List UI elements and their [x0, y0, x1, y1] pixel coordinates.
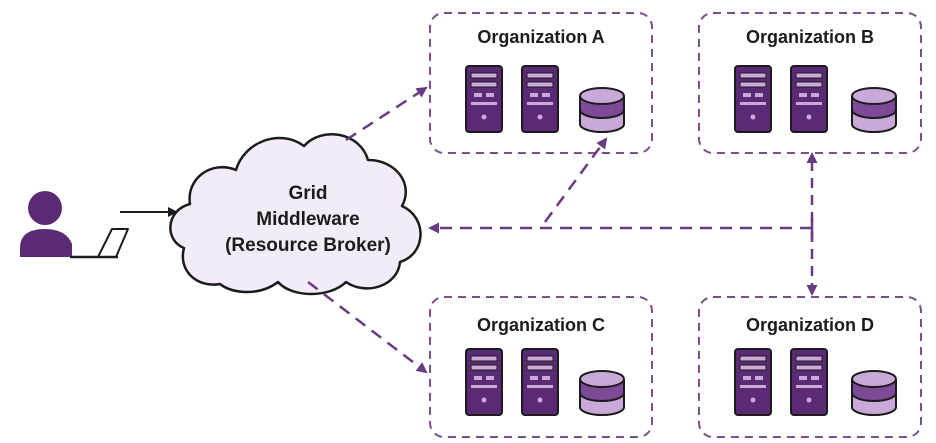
bus-to-org-a-database-arrow: [543, 137, 608, 223]
org-title-d: Organization D: [746, 315, 874, 335]
org-box-a: Organization A: [429, 12, 653, 154]
server-icon: [790, 348, 828, 416]
database-icon: [579, 87, 625, 133]
cloud-label-line-3: (Resource Broker): [225, 235, 391, 256]
server-icon: [790, 65, 828, 133]
cloud-label-line-1: Grid: [288, 183, 327, 204]
user-with-laptop-icon: [20, 191, 129, 259]
org-title-b: Organization B: [746, 27, 874, 47]
database-icon: [851, 370, 897, 416]
cloud-icon: [169, 132, 422, 296]
cloud-label-line-2: Middleware: [256, 209, 359, 230]
server-icon: [521, 65, 559, 133]
database-icon: [851, 87, 897, 133]
org-box-c: Organization C: [429, 296, 653, 438]
server-icon: [734, 65, 772, 133]
org-title-c: Organization C: [477, 315, 605, 335]
database-icon: [579, 370, 625, 416]
server-icon: [521, 348, 559, 416]
server-icon: [465, 65, 503, 133]
server-icon: [734, 348, 772, 416]
org-box-d: Organization D: [698, 296, 922, 438]
org-box-b: Organization B: [698, 12, 922, 154]
org-title-a: Organization A: [477, 27, 604, 47]
cloud-to-org-a-arrow: [345, 86, 428, 142]
cloud-to-org-c-arrow: [307, 281, 428, 374]
server-icon: [465, 348, 503, 416]
